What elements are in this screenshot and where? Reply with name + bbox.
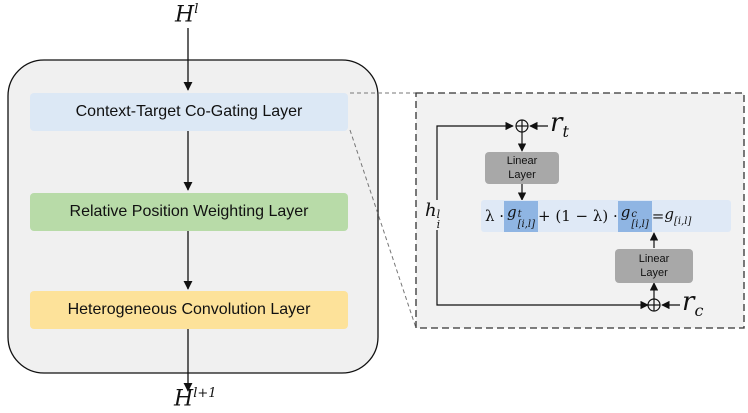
eq-lambda: λ · (485, 207, 505, 225)
eq-equals: = (651, 207, 665, 225)
cogating-layer: Context-Target Co-Gating Layer (30, 93, 348, 131)
cogating-layer-label: Context-Target Co-Gating Layer (75, 103, 303, 120)
position-weighting-layer: Relative Position Weighting Layer (30, 193, 348, 231)
linear-layer-top: Linear Layer (485, 152, 559, 184)
eq-middle: + (1 − λ) · (538, 207, 618, 225)
input-label: Hl (175, 2, 199, 28)
heterogeneous-convolution-layer: Heterogeneous Convolution Layer (30, 291, 348, 329)
heterogeneous-convolution-layer-label: Heterogeneous Convolution Layer (67, 301, 311, 318)
rc-label: rc (682, 287, 704, 321)
linear-layer-bottom-line1: Linear (638, 253, 670, 265)
output-label: Hl+1 (174, 386, 217, 412)
hidden-loop-bottom (436, 230, 649, 310)
linear-layer-top-line2: Layer (508, 169, 536, 181)
rt-label: rt (550, 108, 569, 142)
linear-layer-top-line1: Linear (506, 155, 538, 167)
hidden-loop-top (436, 121, 514, 200)
linear-layer-bottom-line2: Layer (640, 267, 668, 279)
eq-g-term: g[i,l] (664, 205, 692, 227)
linear-layer-bottom: Linear Layer (615, 249, 693, 283)
position-weighting-layer-label: Relative Position Weighting Layer (69, 203, 309, 220)
